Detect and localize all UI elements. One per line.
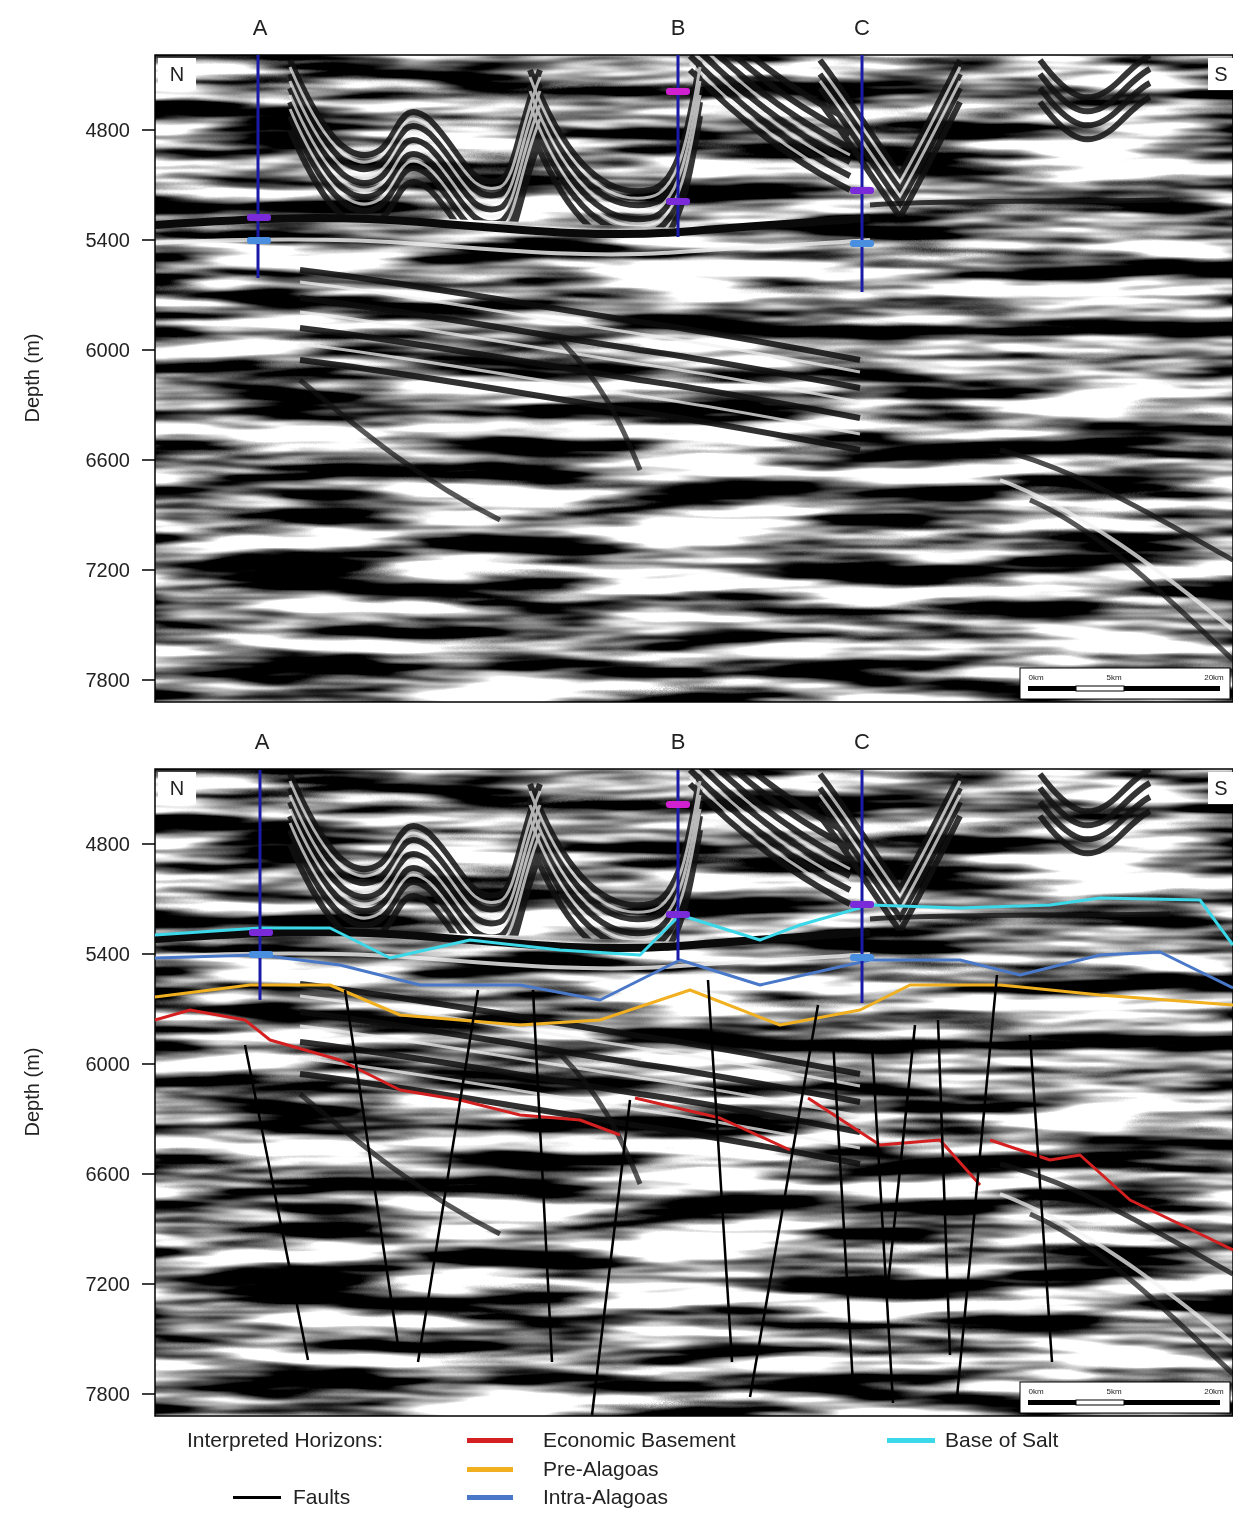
well-label: C xyxy=(854,16,870,40)
well-label: B xyxy=(671,730,686,754)
legend-text: Economic Basement xyxy=(543,1428,736,1451)
direction-label: S xyxy=(1214,63,1227,85)
direction-label: N xyxy=(170,777,184,799)
well-label: C xyxy=(854,730,870,754)
depth-tick: 4800 xyxy=(86,119,131,141)
scale-label: 0km xyxy=(1028,674,1043,683)
axis-title: Depth (m) xyxy=(21,1048,43,1137)
well-label: A xyxy=(255,730,270,754)
depth-tick: 7800 xyxy=(86,669,131,691)
legend-swatch xyxy=(233,1496,281,1499)
depth-tick: 5400 xyxy=(86,943,131,965)
direction-label: S xyxy=(1214,777,1227,799)
legend-text: Faults xyxy=(293,1485,350,1508)
legend-text: Base of Salt xyxy=(945,1428,1058,1451)
well-label: A xyxy=(253,16,268,40)
depth-tick: 6000 xyxy=(86,339,131,361)
scale-label: 5km xyxy=(1106,1388,1121,1397)
legend-text: Intra-Alagoas xyxy=(543,1485,668,1508)
well-label: B xyxy=(671,16,686,40)
scale-label: 20km xyxy=(1204,1388,1224,1397)
depth-tick: 7200 xyxy=(86,559,131,581)
legend-text: Pre-Alagoas xyxy=(543,1457,659,1480)
scale-label: 20km xyxy=(1204,674,1224,683)
depth-tick: 6600 xyxy=(86,1163,131,1185)
depth-tick: 4800 xyxy=(86,833,131,855)
scale-label: 0km xyxy=(1028,1388,1043,1397)
depth-tick: 6600 xyxy=(86,449,131,471)
legend-swatch xyxy=(467,1438,513,1443)
legend-heading: Interpreted Horizons: xyxy=(187,1428,383,1451)
legend-swatch xyxy=(467,1495,513,1500)
legend-swatch xyxy=(467,1467,513,1472)
depth-tick: 6000 xyxy=(86,1053,131,1075)
axis-title: Depth (m) xyxy=(21,334,43,423)
legend-swatch xyxy=(887,1438,935,1443)
direction-label: N xyxy=(170,63,184,85)
depth-tick: 5400 xyxy=(86,229,131,251)
depth-tick: 7200 xyxy=(86,1273,131,1295)
depth-tick: 7800 xyxy=(86,1383,131,1405)
scale-label: 5km xyxy=(1106,674,1121,683)
